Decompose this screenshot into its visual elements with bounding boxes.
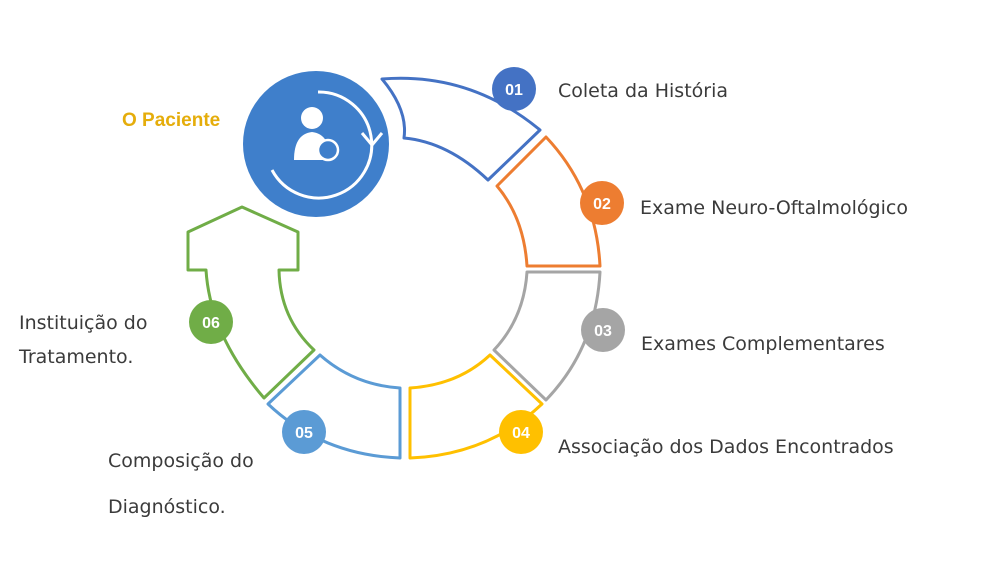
step-06-label-line1: Instituição do — [19, 312, 148, 334]
badge-03: 03 — [581, 308, 625, 352]
badge-04: 04 — [499, 410, 543, 454]
badge-02-number: 02 — [593, 196, 611, 213]
center-label: O Paciente — [122, 110, 221, 131]
step-01-label: Coleta da História — [558, 80, 729, 102]
segment-05 — [266, 353, 402, 460]
segment-06-arrow — [186, 205, 316, 400]
badge-03-number: 03 — [594, 323, 612, 340]
step-02-label: Exame Neuro-Oftalmológico — [640, 197, 908, 219]
step-05-label-line1: Composição do — [108, 450, 254, 472]
badge-01: 01 — [492, 67, 536, 111]
badge-06: 06 — [189, 300, 233, 344]
badge-04-number: 04 — [512, 425, 530, 442]
segment-01 — [380, 76, 542, 182]
badge-01-number: 01 — [505, 82, 523, 99]
badge-05: 05 — [282, 410, 326, 454]
badge-02: 02 — [580, 181, 624, 225]
segment-02 — [495, 135, 602, 268]
badge-06-number: 06 — [202, 315, 220, 332]
badge-05-number: 05 — [295, 425, 313, 442]
cycle-arrow-icon — [270, 90, 374, 200]
patient-circle — [243, 71, 389, 217]
step-05-label-line2: Diagnóstico. — [108, 496, 226, 518]
patient-icon — [294, 107, 340, 162]
step-04-label: Associação dos Dados Encontrados — [558, 436, 894, 458]
step-03-label: Exames Complementares — [641, 333, 885, 355]
step-06-label-line2: Tratamento. — [19, 346, 134, 368]
